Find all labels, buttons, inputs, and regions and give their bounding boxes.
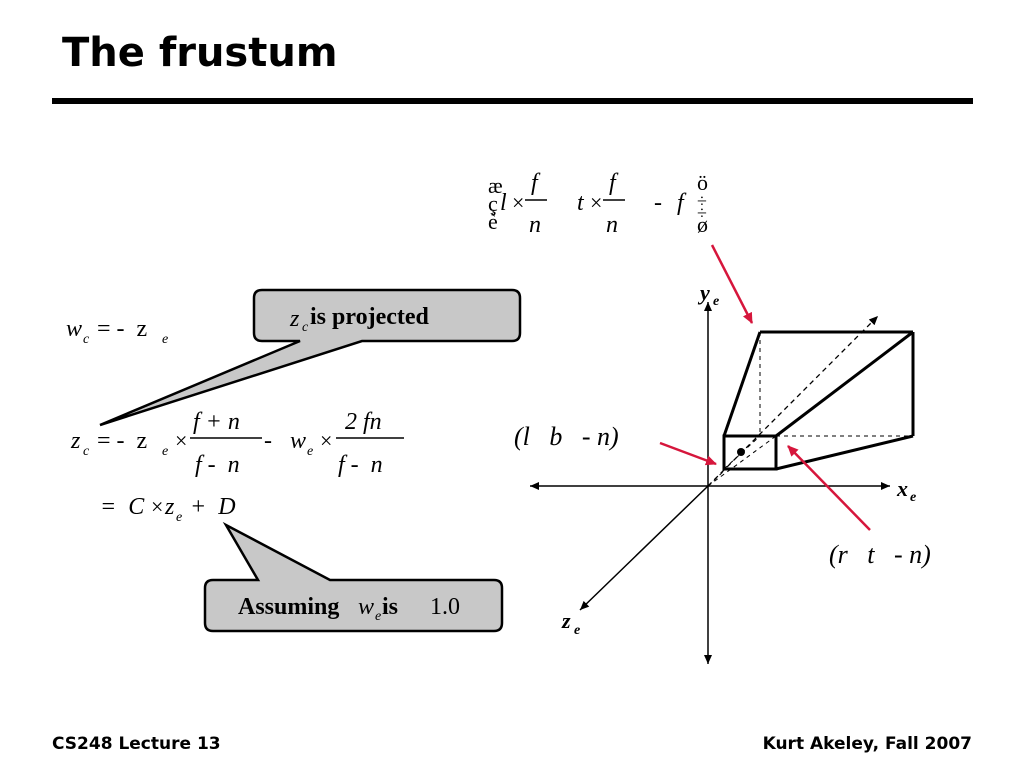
linear-rhs: + D [190, 494, 236, 520]
formula-f2: f [609, 170, 619, 196]
formula-f1: f [531, 170, 541, 196]
times-sign-3: × [151, 494, 163, 519]
callout-assuming-text: Assuming [238, 594, 339, 620]
far-corner-arrow [710, 244, 754, 324]
view-direction-axis [707, 315, 879, 487]
zc-symbol: z [70, 428, 81, 454]
callout-projected-var: z [289, 306, 300, 332]
wc-subscript: c [83, 332, 90, 347]
axis-y-label: y [697, 280, 710, 305]
formula-n2: n [606, 212, 618, 238]
near-corner-label: (l b - n) [514, 422, 619, 451]
near-left-arrow [659, 441, 717, 466]
left-paren-mid: ç [488, 191, 498, 216]
axis-y-subscript: e [713, 294, 719, 309]
callout-assuming-value: 1.0 [430, 594, 460, 620]
axis-x-subscript: e [910, 490, 916, 505]
near-plane [722, 434, 778, 471]
wc-symbol: w [66, 316, 82, 342]
we-symbol: w [290, 428, 306, 454]
axis-x-label: x [896, 476, 908, 501]
linear-z-subscript: e [176, 510, 182, 525]
frac2-denominator: f - n [338, 452, 383, 478]
times-sign-1: × [175, 428, 187, 453]
title-divider [52, 98, 973, 104]
formula-l: l [500, 190, 507, 216]
wc-rhs-subscript: e [162, 332, 168, 347]
right-paren-mid1: ÷ [697, 191, 707, 211]
formula-times-1: × [512, 190, 524, 215]
callout-projected-text: is projected [310, 304, 430, 330]
footer-lecture: CS248 Lecture 13 [52, 734, 221, 754]
right-paren-top: ö [697, 170, 708, 195]
far-plane-corner-formula: æ ç è l × f n t × f n - f ö ÷ ÷ ø [488, 170, 708, 238]
callout-projected: z c is projected [99, 288, 522, 427]
left-paren-top: æ [488, 173, 503, 198]
formula-t: t [577, 190, 585, 216]
z-axis [579, 485, 709, 611]
callout-projected-bubble [99, 288, 522, 427]
red-pointers [659, 244, 871, 531]
left-paren-bot: è [488, 209, 498, 234]
callout-projected-sub: c [302, 320, 309, 335]
near-right-arrow [787, 445, 871, 531]
equation-linear: = C × z e + D [100, 494, 236, 525]
right-paren-mid2: ÷ [697, 203, 707, 223]
callout-assuming-sub: e [375, 609, 381, 624]
footer-author: Kurt Akeley, Fall 2007 [762, 734, 972, 754]
frustum-edges [722, 330, 915, 471]
formula-times-2: × [590, 190, 602, 215]
zc-ze-subscript: e [162, 444, 168, 459]
zc-subscript: c [83, 444, 90, 459]
we-subscript: e [307, 444, 313, 459]
slide-title: The frustum [62, 30, 338, 76]
callout-assuming-is: is [382, 594, 398, 620]
axis-z-label: z [561, 608, 571, 633]
center-point [737, 448, 745, 456]
minus-sign: - [264, 428, 272, 454]
callout-assuming-bubble [203, 521, 504, 633]
zc-eq: = - z [97, 428, 147, 454]
frac1-denominator: f - n [195, 452, 240, 478]
equation-wc: w c = - z e [66, 316, 168, 347]
frac1-numerator: f + n [193, 409, 240, 435]
frustum-diagram: y e x e z e (l b - n) (r t - n) [514, 244, 931, 664]
callout-assuming: Assuming w e is 1.0 [203, 521, 504, 633]
times-sign-2: × [320, 428, 332, 453]
callout-assuming-var: w [358, 594, 374, 620]
formula-f3: f [677, 190, 687, 216]
axis-z-subscript: e [574, 623, 580, 638]
equation-zc: z c = - z e × f + n f - n - w e × 2 fn f… [70, 409, 404, 478]
linear-z: z [164, 494, 175, 520]
formula-n1: n [529, 212, 541, 238]
wc-rhs: = - z [97, 316, 147, 342]
frac2-numerator: 2 fn [345, 409, 382, 435]
far-corner-label: (r t - n) [829, 540, 931, 569]
right-paren-bot: ø [697, 212, 708, 237]
linear-lhs: = C [100, 494, 145, 520]
formula-minus: - [654, 190, 662, 216]
